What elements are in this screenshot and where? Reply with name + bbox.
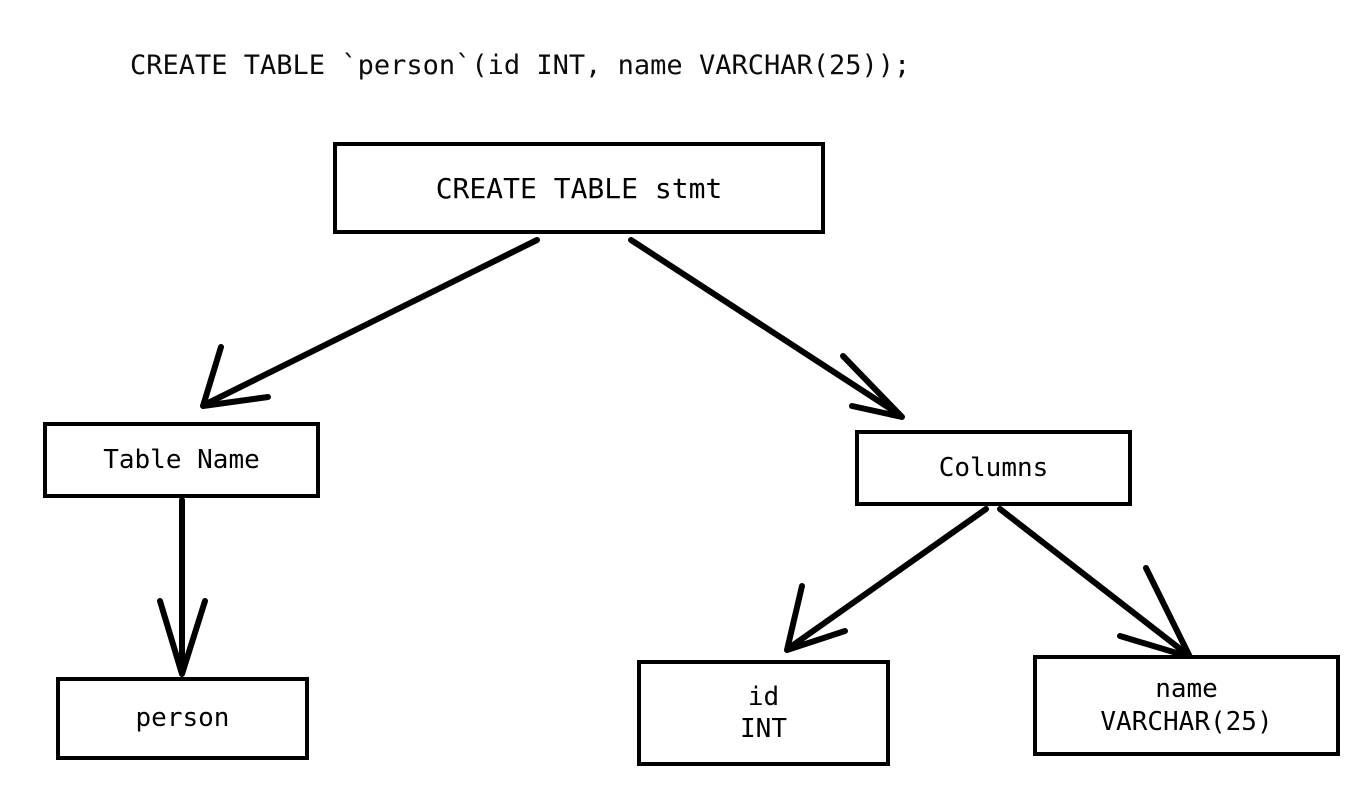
edge-columns-to-column-id <box>784 506 989 653</box>
node-label: Table Name <box>103 444 260 475</box>
node-label: Columns <box>938 452 1049 483</box>
column-type: INT <box>740 714 787 744</box>
node-columns[interactable]: Columns <box>855 430 1132 506</box>
node-person[interactable]: person <box>56 677 309 760</box>
column-name: id <box>747 681 780 712</box>
node-label: person <box>135 703 230 734</box>
sql-statement-caption: CREATE TABLE `person`(id INT, name VARCH… <box>130 50 911 81</box>
edge-columns-to-column-name <box>997 506 1193 660</box>
node-label: CREATE TABLE stmt <box>435 171 723 205</box>
edge-table-name-to-person <box>157 497 208 677</box>
column-name: name <box>1155 674 1218 704</box>
node-table-name[interactable]: Table Name <box>43 422 320 498</box>
node-column-id[interactable]: id INT <box>637 660 890 766</box>
node-column-name[interactable]: name VARCHAR(25) <box>1033 655 1340 756</box>
node-create-table-stmt[interactable]: CREATE TABLE stmt <box>333 142 825 234</box>
edge-root-to-columns <box>628 237 905 420</box>
column-type: VARCHAR(25) <box>1100 706 1273 737</box>
edge-root-to-table-name <box>200 237 540 409</box>
